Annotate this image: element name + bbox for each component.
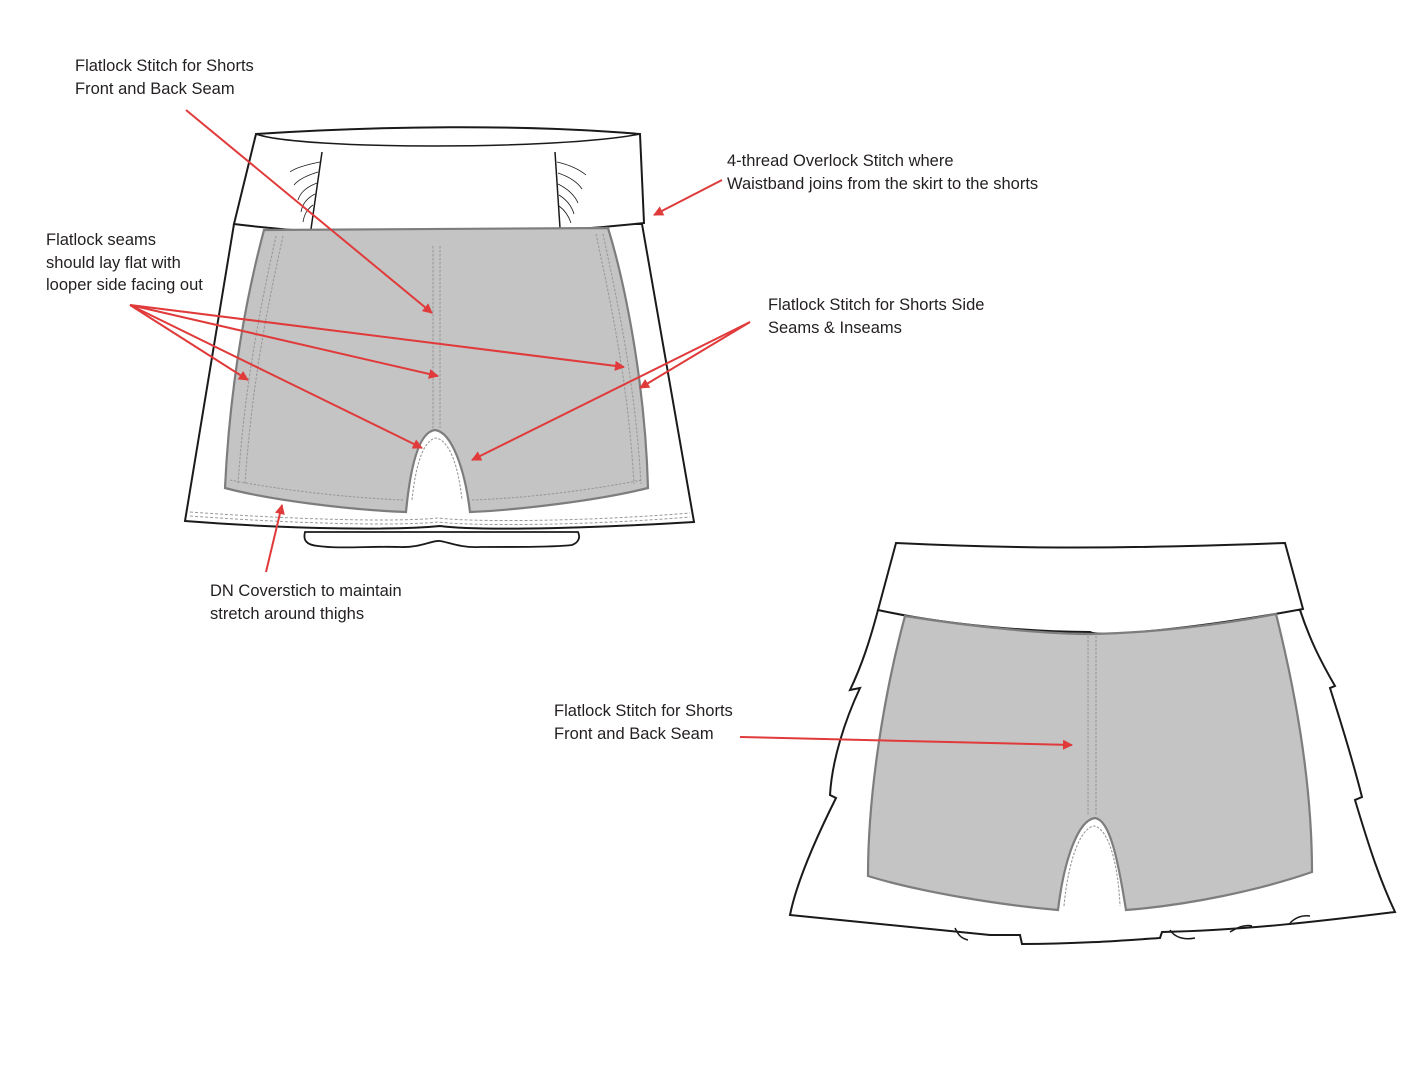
front-gathers-right [556,161,587,224]
back-shorts-stitching [1063,636,1121,907]
label-front-seam: Flatlock Stitch for Shorts Front and Bac… [75,57,254,98]
arrow-flat-seams-2 [129,304,439,379]
arrow-side-seams-2 [471,321,751,461]
back-shorts [866,612,1314,912]
front-view-skort [183,126,696,549]
back-hem-scallops [954,915,1311,941]
arrow-back-seam [739,736,1073,750]
arrow-side-seams-1 [639,321,751,389]
label-coverstitch: DN Coverstich to maintain stretch around… [210,582,402,623]
annotation-arrows [129,109,1073,750]
label-overlock-stitch: 4-thread Overlock Stitch where Waistband… [727,152,1039,193]
arrow-overlock [653,179,723,216]
arrow-flat-seams-1 [129,304,249,381]
front-gathers-left [289,161,321,223]
arrow-flat-seams-4 [129,304,625,371]
front-waistband-panel-left [309,151,561,237]
label-side-seams: Flatlock Stitch for Shorts Side Seams & … [768,296,985,337]
back-view-skort [788,541,1397,946]
label-flatlock-seams: Flatlock seams should lay flat with loop… [46,231,203,294]
arrow-front-seam [185,109,433,314]
front-waistband-fold [255,133,641,147]
arrow-flat-seams-3 [129,304,423,449]
arrow-coverstitch [265,504,285,573]
label-back-seam: Flatlock Stitch for Shorts Front and Bac… [554,702,733,743]
front-under-ruffle [303,531,580,549]
front-shorts-stitching [229,233,643,501]
front-waistband [232,126,646,237]
